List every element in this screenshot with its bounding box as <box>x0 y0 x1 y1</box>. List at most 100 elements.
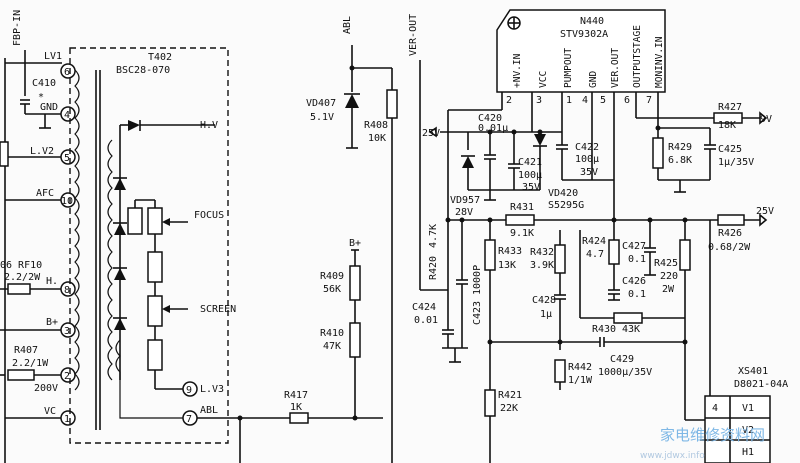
label-r408-ref: R408 <box>364 120 388 131</box>
connector-pin-4: 4 <box>712 403 718 414</box>
label-c427-value: 0.1 <box>628 254 646 265</box>
connector-xs401 <box>704 395 771 463</box>
pin-num-2: 2 <box>64 371 70 382</box>
ic-pin-num-1: 1 <box>566 95 572 106</box>
label-r442-ref: R442 <box>568 362 592 373</box>
ic-pin-name-5: VER.OUT <box>610 48 621 88</box>
zener-vd407 <box>345 94 359 108</box>
label-vd957-ref: VD957 <box>450 195 480 206</box>
label-rf10-ref: 06 RF10 <box>0 260 42 271</box>
label-r427-ref: R427 <box>718 102 742 113</box>
label-r417-ref: R417 <box>284 390 308 401</box>
connector-v1: V1 <box>742 403 754 414</box>
pin-label-lv3: L.V3 <box>200 384 224 395</box>
label-r432-ref: R432 <box>530 247 554 258</box>
label-c425-value: 1μ/35V <box>718 157 754 168</box>
label-r421-value: 22K <box>500 403 518 414</box>
pin-label-afc: AFC <box>36 188 54 199</box>
label-vd957-value: 28V <box>455 207 473 218</box>
connector-h1: H1 <box>742 447 754 458</box>
label-fbp-in: FBP-IN <box>12 10 23 46</box>
label-25v-top: 25V <box>422 128 440 139</box>
ic-pin-name-1: +NV.IN <box>512 53 523 88</box>
label-r431-value: 9.1K <box>510 228 534 239</box>
label-hv: H.V <box>200 120 218 131</box>
pin-num-10: 10 <box>61 196 73 207</box>
pin-label-lv2: L.V2 <box>30 146 54 157</box>
label-r420-value: 4.7K <box>428 224 439 248</box>
label-r410-ref: R410 <box>320 328 344 339</box>
label-c423-ref: C423 <box>472 301 483 325</box>
label-c423-value: 1000P <box>472 265 483 295</box>
label-c421-value: 100μ <box>518 170 542 181</box>
label-c421-volt: 35V <box>522 182 540 193</box>
label-focus: FOCUS <box>194 210 224 221</box>
label-25v-right: 25V <box>756 206 774 217</box>
label-c410: C410 <box>32 78 56 89</box>
label-xs401: XS401 <box>738 366 768 377</box>
resistor-r409 <box>349 265 361 301</box>
ic-pin-name-2: VCC <box>538 71 549 88</box>
label-r431-ref: R431 <box>510 202 534 213</box>
label-r429-ref: R429 <box>668 142 692 153</box>
label-d8021: D8021-04A <box>734 379 788 390</box>
label-rf10-value: 2.2/2W <box>4 272 41 283</box>
label-n440: N440 <box>580 16 604 27</box>
label-c426-ref: C426 <box>622 276 646 287</box>
label-r430-value: 43K <box>622 324 640 335</box>
label-r409-value: 56K <box>323 284 341 295</box>
label-c422-value: 100μ <box>575 154 599 165</box>
label-c428-value: 1μ <box>540 309 552 320</box>
label-r424-ref: R424 <box>582 236 606 247</box>
ic-pin-name-3: PUMPOUT <box>563 48 574 88</box>
pin-label-abl: ABL <box>200 405 218 416</box>
label-r425-value: 220 <box>660 271 678 282</box>
label-r442-value: 1/1W <box>568 375 593 386</box>
label-c421-ref: C421 <box>518 157 542 168</box>
ic-pin-name-7: MONINV.IN <box>654 36 665 88</box>
pin-label-lv1: LV1 <box>44 51 62 62</box>
label-c424-value: 0.01 <box>414 315 438 326</box>
hv-diode-chain <box>113 120 215 380</box>
resistor-r407 <box>7 369 35 381</box>
label-c429-value: 1000μ/35V <box>598 367 652 378</box>
ic-pin-name-4: GND <box>588 71 599 88</box>
ic-pin-num-4: 4 <box>582 95 588 106</box>
primary-winding <box>74 69 80 391</box>
pin-num-4: 4 <box>64 110 70 121</box>
label-c429-ref: C429 <box>610 354 634 365</box>
transformer-pins <box>60 63 198 426</box>
left-edge-resistor <box>0 141 9 167</box>
label-vd420-value: S5295G <box>548 200 584 211</box>
ic-pin-num-6: 6 <box>624 95 630 106</box>
label-r408-value: 10K <box>368 133 386 144</box>
left-wiring <box>0 50 62 463</box>
label-r427-value: 18K <box>718 120 736 131</box>
label-r433-value: 13K <box>498 260 516 271</box>
ic-pin-num-5: 5 <box>600 95 606 106</box>
ic-pin-name-6: OUTPUTSTAGE <box>632 25 643 88</box>
pin-label-bplus: B+ <box>46 317 58 328</box>
ic-n440 <box>496 9 666 104</box>
label-t402-part: BSC28-070 <box>116 65 170 76</box>
label-c422-ref: C422 <box>575 142 599 153</box>
transformer-outline <box>69 47 229 444</box>
label-r425-ref: R425 <box>654 258 678 269</box>
label-c424-ref: C424 <box>412 302 436 313</box>
label-r421-ref: R421 <box>498 390 522 401</box>
ic-pin-num-3: 3 <box>536 95 542 106</box>
label-r432-value: 3.9K <box>530 260 554 271</box>
label-c426-value: 0.1 <box>628 289 646 300</box>
label-vd420-ref: VD420 <box>548 188 578 199</box>
pin-num-7: 7 <box>186 414 192 425</box>
pin-label-vc: VC <box>44 406 56 417</box>
pin-num-3: 3 <box>64 326 70 337</box>
label-c410-star: * <box>38 92 44 103</box>
label-screen: SCREEN <box>200 304 236 315</box>
focus-network <box>115 199 188 419</box>
label-r425-power: 2W <box>662 284 675 295</box>
zener-vd957 <box>462 156 474 168</box>
label-abl-top: ABL <box>342 16 353 34</box>
